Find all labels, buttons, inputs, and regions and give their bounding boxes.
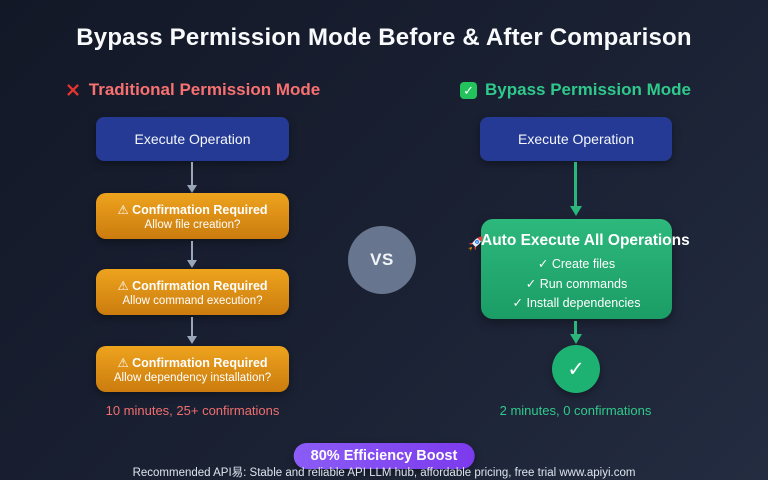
right-column-header-label: Bypass Permission Mode xyxy=(485,80,691,99)
red-cross-icon xyxy=(65,82,81,98)
right-column-header: Bypass Permission Mode xyxy=(383,79,768,101)
left-execute-operation-box: Execute Operation xyxy=(96,117,289,161)
confirmation-title: ⚠ Confirmation Required xyxy=(117,355,268,370)
success-check-mark: ✓ xyxy=(567,357,585,381)
right-execute-operation-label: Execute Operation xyxy=(518,131,634,147)
auto-item: ✓ Create files xyxy=(537,257,616,271)
page-title: Bypass Permission Mode Before & After Co… xyxy=(76,24,692,51)
right-flow-arrow-1 xyxy=(574,162,577,206)
footer-note: Recommended API易: Stable and reliable AP… xyxy=(132,467,636,479)
left-flow-arrow-3 xyxy=(191,317,193,336)
confirmation-box-1: ⚠ Confirmation Required Allow file creat… xyxy=(96,193,289,239)
right-execute-operation-box: Execute Operation xyxy=(480,117,672,161)
efficiency-badge: 80% Efficiency Boost xyxy=(293,443,475,469)
right-flow-arrow-2 xyxy=(574,321,577,334)
auto-execute-box: Auto Execute All Operations ✓ Create fil… xyxy=(468,219,690,319)
confirmation-question: Allow dependency installation? xyxy=(113,371,272,384)
confirmation-box-2: ⚠ Confirmation Required Allow command ex… xyxy=(96,269,289,315)
confirmation-question: Allow command execution? xyxy=(122,294,263,307)
left-execute-operation-label: Execute Operation xyxy=(134,131,251,147)
confirmation-box-3: ⚠ Confirmation Required Allow dependency… xyxy=(96,346,289,392)
confirmation-question: Allow file creation? xyxy=(144,218,241,231)
auto-item: ✓ Run commands xyxy=(525,276,628,291)
left-flow-arrow-2 xyxy=(191,241,193,260)
auto-execute-title: Auto Execute All Operations xyxy=(481,232,690,249)
confirmation-title: ⚠ Confirmation Required xyxy=(117,202,268,217)
auto-item: ✓ Install dependencies xyxy=(512,296,641,310)
vs-badge: VS xyxy=(348,226,416,294)
left-column-header: Traditional Permission Mode xyxy=(0,79,385,101)
vs-label: VS xyxy=(370,250,394,269)
rocket-icon xyxy=(466,233,486,253)
right-summary-text: 2 minutes, 0 confirmations xyxy=(499,403,652,418)
green-check-icon xyxy=(460,81,478,99)
confirmation-title: ⚠ Confirmation Required xyxy=(117,278,268,293)
left-column-header-label: Traditional Permission Mode xyxy=(88,80,321,99)
left-flow-arrow-1 xyxy=(191,162,193,185)
success-check-circle: ✓ xyxy=(552,345,600,393)
left-summary-text: 10 minutes, 25+ confirmations xyxy=(105,403,280,418)
